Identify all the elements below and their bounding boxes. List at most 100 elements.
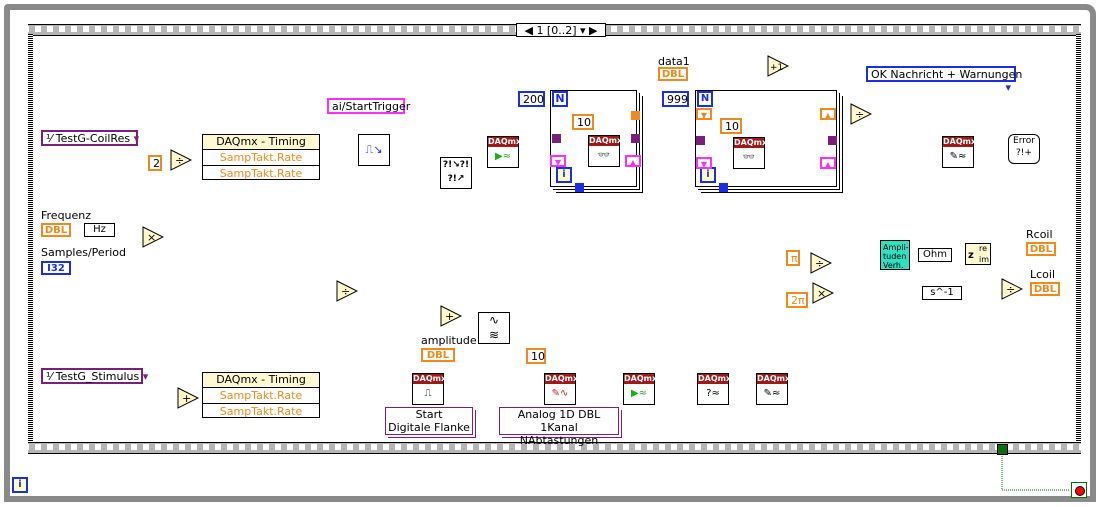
shift-register-right: ▲ — [625, 155, 641, 167]
two-pi-constant: 2π — [786, 292, 808, 308]
coilres-task-control[interactable]: ⅟ TestG-CoilRes ▾ — [41, 130, 140, 146]
lcoil-label: Lcoil — [1030, 268, 1056, 281]
trigger-type-line2: Digitale Flanke — [388, 421, 470, 434]
daqmx-clear-task-stimulus: DAQmx ✎≈ — [756, 373, 791, 405]
daqmx-read-node: DAQmx👓 — [588, 135, 623, 167]
samples-label: Samples/Period — [41, 246, 126, 259]
frequency-label: Frequenz — [41, 209, 92, 222]
merge-errors-node: ?!↘?!?!↗ — [440, 157, 472, 189]
sequence-filmstrip-bottom — [28, 442, 1081, 454]
daqmx-start-task-coilres: DAQmx▶≈ — [487, 136, 522, 168]
merge-errors-icon: ?!↘?!?!↗ — [442, 160, 470, 184]
while-loop-iteration-terminal: i — [12, 477, 28, 493]
chevron-down-icon[interactable]: ▾ — [142, 370, 149, 383]
loop2-count-constant: 999 — [662, 91, 689, 107]
shift-register-right: ▲ — [820, 108, 836, 120]
complex-im-label: im — [979, 255, 990, 264]
samp-rate-output: SampTakt.Rate — [219, 405, 303, 418]
play-icon: ▶≈ — [630, 388, 648, 399]
samples-control[interactable]: I32 — [41, 261, 71, 275]
svg-text:×: × — [147, 231, 156, 244]
coilres-task-value: TestG-CoilRes — [55, 132, 131, 145]
daqmx-start-task-stimulus: DAQmx▶≈ — [623, 373, 657, 405]
complex-to-re-im-node: z re im — [965, 243, 991, 265]
increment-node: +1 — [767, 55, 790, 77]
tunnel-double — [631, 111, 640, 120]
io-icon: ⅟ — [46, 132, 53, 145]
tunnel-refnum — [631, 134, 640, 143]
tunnel-boolean — [997, 444, 1008, 455]
read-glasses-icon: 👓 — [742, 152, 756, 163]
data1-indicator: DBL — [658, 67, 688, 81]
divide-node: ÷ — [170, 149, 193, 171]
trigger-type-line1: Start — [415, 408, 443, 421]
daqmx-header: DAQmx — [734, 138, 768, 148]
stop-terminal[interactable] — [1071, 482, 1087, 498]
data1-label: data1 — [658, 55, 690, 68]
daqmx-write-node: DAQmx✎∿ — [544, 373, 578, 405]
daqmx-clear-task-coilres: DAQmx✎≈ — [942, 136, 976, 168]
trigger-type-selector[interactable]: Start Digitale Flanke — [385, 407, 473, 435]
sequence-border-right — [1076, 34, 1081, 442]
loop-iteration-terminal: i — [556, 167, 572, 183]
tunnel-refnum — [696, 136, 705, 145]
samp-rate-input: SampTakt.Rate — [203, 388, 319, 404]
svg-text:×: × — [817, 287, 826, 300]
error-handler-node: Error ?!+ — [1008, 134, 1040, 164]
timeout-constant: 10 — [526, 348, 546, 364]
svg-text:+: + — [445, 310, 454, 323]
amplitude-control[interactable]: DBL — [421, 348, 455, 362]
sequence-frame-selector[interactable]: ◀ 1 [0..2] ▾ ▶ — [516, 23, 606, 37]
chevron-down-icon[interactable]: ▾ — [133, 132, 140, 145]
daqmx-header: DAQmx — [488, 137, 522, 147]
daqmx-header: DAQmx — [413, 374, 447, 384]
divide-node: ÷ — [850, 103, 873, 125]
signal-routing-icon: ⎍↘ — [365, 143, 383, 156]
divide-node: ÷ — [1001, 278, 1024, 300]
complex-re-label: re — [979, 244, 988, 253]
error-mode-selector[interactable]: OK Nachricht + Warnungen ▾ — [866, 66, 1022, 94]
sequence-prev-arrow[interactable]: ◀ — [524, 24, 533, 37]
unit-ohm-conversion: Ohm — [918, 248, 952, 262]
loop-count-terminal: N — [697, 91, 713, 107]
frequency-control[interactable]: DBL — [41, 223, 71, 237]
chevron-down-icon[interactable]: ▾ — [1005, 81, 1011, 94]
error-mode-value: OK Nachricht + Warnungen — [871, 68, 1023, 81]
trigger-source-constant: ai/StartTrigger — [327, 98, 410, 114]
constant-two: 2 — [148, 155, 162, 171]
tunnel-refnum — [552, 134, 561, 143]
rcoil-indicator: DBL — [1026, 242, 1056, 256]
svg-text:÷: ÷ — [815, 257, 824, 270]
daqmx-header: DAQmx — [589, 136, 623, 146]
eraser-icon: ✎≈ — [949, 151, 967, 162]
add-node: + — [177, 387, 200, 409]
chevron-down-icon[interactable]: ▾ — [580, 24, 586, 37]
add-node: + — [440, 305, 463, 327]
for-loop-2 — [695, 90, 837, 187]
stop-icon — [1075, 486, 1085, 496]
svg-text:+1: +1 — [770, 63, 783, 73]
daqmx-header: DAQmx — [757, 374, 791, 384]
sequence-next-arrow[interactable]: ▶ — [589, 24, 598, 37]
digital-edge-icon: ⎍ — [424, 388, 432, 399]
unit-per-second-conversion: s^-1 — [922, 286, 962, 300]
amplitude-ratio-subvi: Ampli- tuden Verh. — [880, 240, 910, 270]
stimulus-task-value: TestG_Stimulus — [55, 370, 140, 383]
svg-text:÷: ÷ — [855, 108, 864, 121]
sequence-frame-label: 1 [0..2] — [536, 24, 577, 37]
tunnel-refnum — [828, 136, 837, 145]
amplitude-label: amplitude — [421, 334, 477, 347]
divide-node: ÷ — [810, 252, 833, 274]
loop1-count-constant: 200 — [518, 91, 545, 107]
rcoil-label: Rcoil — [1026, 228, 1053, 241]
stimulus-task-control[interactable]: ⅟ TestG_Stimulus ▾ — [41, 368, 148, 384]
io-icon: ⅟ — [46, 370, 53, 383]
write-type-selector[interactable]: Analog 1D DBL 1Kanal NAbtastungen — [499, 407, 619, 447]
timeout-constant: 10 — [720, 118, 742, 134]
daqmx-header: DAQmx — [698, 374, 732, 384]
eraser-icon: ✎≈ — [763, 388, 781, 399]
shift-register-left: ▼ — [550, 155, 566, 167]
unit-hz-conversion: Hz — [84, 223, 115, 237]
divide-node: ÷ — [336, 280, 359, 302]
pi-constant: π — [786, 250, 800, 266]
